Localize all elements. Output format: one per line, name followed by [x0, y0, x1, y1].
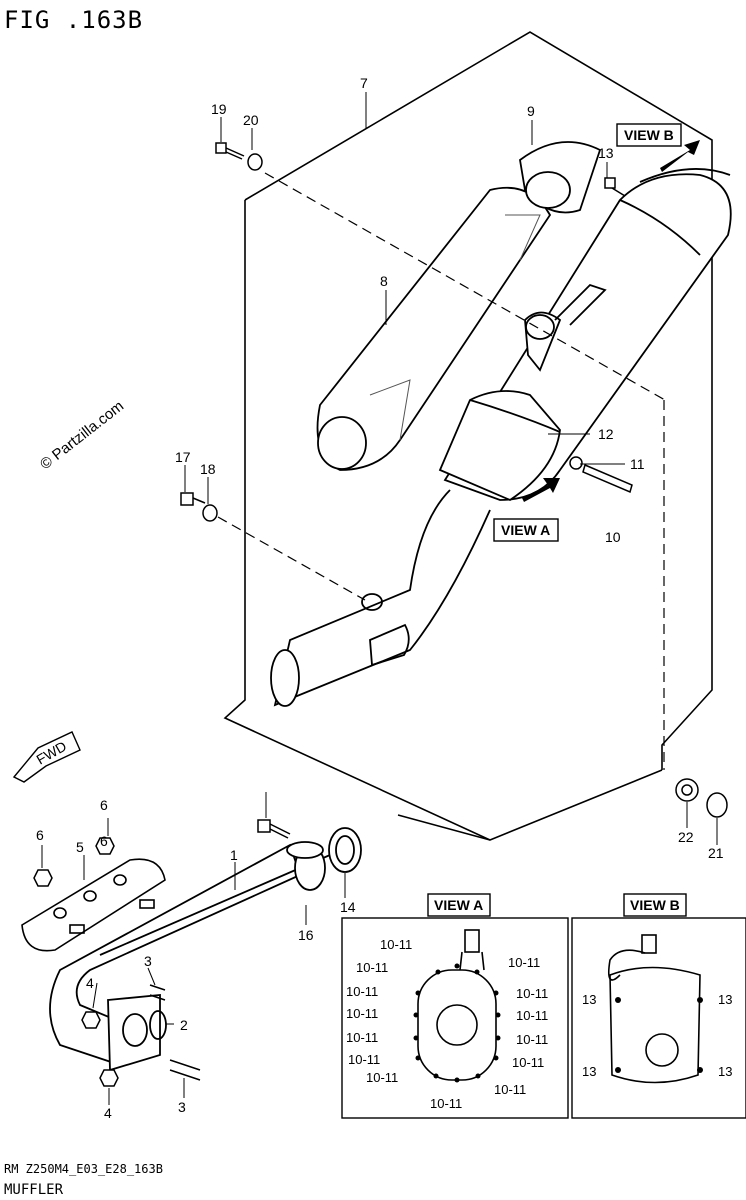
view-a-label: 10-11 — [348, 1052, 380, 1067]
view-b-title-box — [623, 893, 687, 917]
leader-line — [397, 814, 491, 841]
callout-7: 7 — [360, 75, 368, 91]
callout-18: 18 — [200, 461, 216, 477]
view-a-label: 10-11 — [516, 1008, 548, 1023]
view-b-label: 13 — [582, 992, 596, 1007]
view-a-label: 10-11 — [512, 1055, 544, 1070]
view-a-label: 10-11 — [494, 1082, 526, 1097]
view-b-bolts — [615, 997, 703, 1073]
view-b-muffler-end — [607, 934, 701, 1084]
view-a-label: 10-11 — [356, 960, 388, 975]
callout-6-left: 6 — [36, 827, 44, 843]
view-a-title: VIEW A — [434, 897, 483, 913]
callout-3-upper: 3 — [144, 953, 152, 969]
view-b-tag: VIEW B — [624, 127, 674, 143]
view-a-label: 10-11 — [516, 1032, 548, 1047]
assembly-box-outline-lower — [223, 200, 663, 841]
diagram-name: MUFFLER — [4, 1182, 64, 1198]
callout-leaders — [41, 92, 718, 1105]
callout-8: 8 — [380, 273, 388, 289]
callout-20: 20 — [243, 112, 259, 128]
end-cap-protector — [519, 141, 602, 214]
view-a-label: 10-11 — [346, 1006, 378, 1021]
view-a-title-box — [427, 893, 491, 917]
view-a-label: 10-11 — [346, 984, 378, 999]
muffler-body — [270, 168, 732, 707]
callout-1: 1 — [230, 847, 238, 863]
callout-5: 5 — [76, 839, 84, 855]
callout-17: 17 — [175, 449, 191, 465]
view-a-tag: VIEW A — [501, 522, 550, 538]
view-b-title: VIEW B — [630, 897, 680, 913]
diagram-code: RM Z250M4_E03_E28_163B — [4, 1162, 163, 1176]
callout-10: 10 — [605, 529, 621, 545]
view-a-label: 10-11 — [346, 1030, 378, 1045]
callout-3-lower: 3 — [178, 1099, 186, 1115]
exhaust-pipe — [49, 827, 362, 1072]
watermark: © Partzilla.com — [37, 398, 127, 474]
callout-6-top: 6 — [100, 797, 108, 813]
view-a-label: 10-11 — [508, 955, 540, 970]
view-a-label-bottom: 10-11 — [430, 1096, 462, 1111]
view-b-label: 13 — [718, 1064, 732, 1079]
callout-13: 13 — [598, 145, 614, 161]
callout-22: 22 — [678, 829, 694, 845]
view-a-label: 10-11 — [380, 937, 412, 952]
hardware-parts — [180, 142, 728, 839]
view-a-rivets — [413, 963, 501, 1083]
callout-4-upper: 4 — [86, 975, 94, 991]
view-a-label: 10-11 — [516, 986, 548, 1001]
callout-12: 12 — [598, 426, 614, 442]
view-b-label: 13 — [582, 1064, 596, 1079]
callout-6-right: 6 — [100, 833, 108, 849]
muffler-wrap — [316, 186, 552, 471]
view-a-tag-box — [493, 518, 559, 542]
view-b-label: 13 — [718, 992, 732, 1007]
callout-14: 14 — [340, 899, 356, 915]
view-b-tag-box — [616, 123, 682, 147]
view-a-label: 10-11 — [366, 1070, 398, 1085]
studs-and-nuts — [33, 837, 201, 1087]
view-arrows — [522, 140, 700, 502]
callout-9: 9 — [527, 103, 535, 119]
callout-19: 19 — [211, 101, 227, 117]
callout-2: 2 — [180, 1017, 188, 1033]
forward-arrow — [12, 731, 81, 783]
heat-shield — [21, 858, 166, 952]
callout-4-lower: 4 — [104, 1105, 112, 1121]
assembly-box-outline — [244, 31, 713, 770]
figure-title: FIG .163B — [4, 6, 144, 34]
callout-21: 21 — [708, 845, 724, 861]
callout-16: 16 — [298, 927, 314, 943]
callout-11: 11 — [630, 456, 645, 472]
